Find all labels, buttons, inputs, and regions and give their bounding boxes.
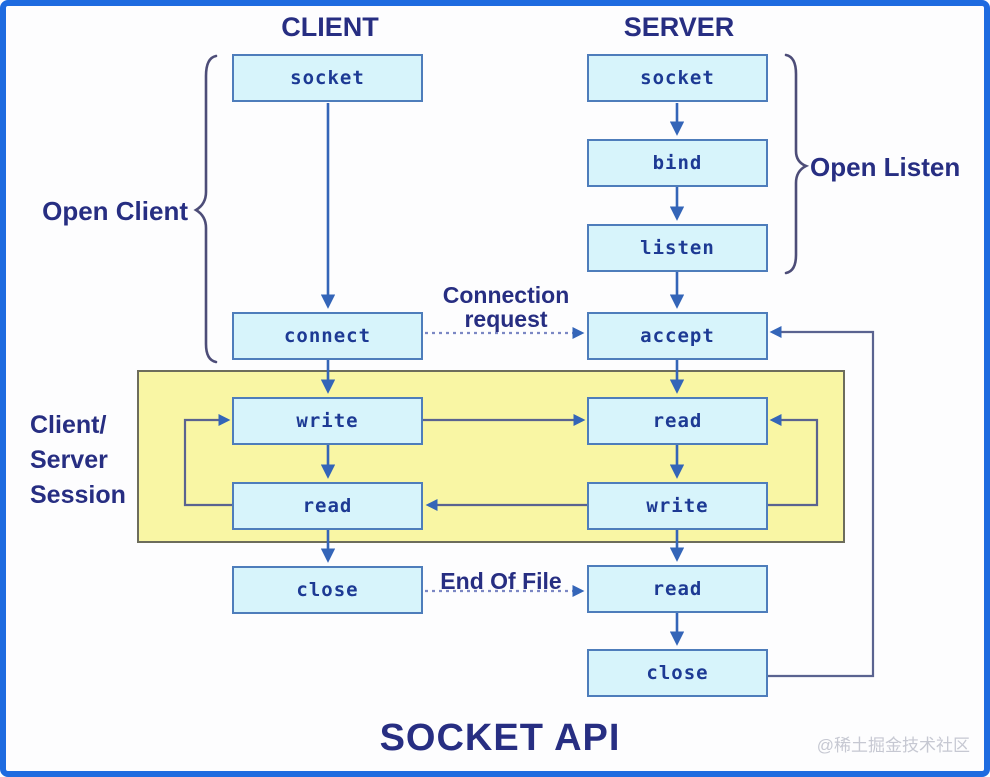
client-write-node: write bbox=[232, 397, 423, 445]
connection-request-line1: Connection bbox=[442, 282, 570, 308]
server-accept-node: accept bbox=[587, 312, 768, 360]
session-label: Client/ Server Session bbox=[30, 408, 126, 513]
client-column-title: CLIENT bbox=[281, 12, 379, 42]
session-label-line3: Session bbox=[30, 481, 126, 509]
open-client-label: Open Client bbox=[42, 196, 188, 226]
client-connect-node: connect bbox=[232, 312, 423, 360]
server-socket-node: socket bbox=[587, 54, 768, 102]
client-read-node: read bbox=[232, 482, 423, 530]
watermark: @稀土掘金技术社区 bbox=[816, 736, 970, 755]
client-socket-node: socket bbox=[232, 54, 423, 102]
end-of-file-label: End Of File bbox=[440, 568, 562, 594]
open-listen-label: Open Listen bbox=[810, 152, 961, 182]
connection-request-line2: request bbox=[464, 306, 548, 332]
open-client-brace bbox=[193, 54, 218, 364]
server-write-node: write bbox=[587, 482, 768, 530]
server-bind-node: bind bbox=[587, 139, 768, 187]
loop-server-write-to-read bbox=[768, 413, 819, 507]
diagram-title: SOCKET API bbox=[379, 717, 621, 759]
server-read-node: read bbox=[587, 397, 768, 445]
session-label-line2: Server bbox=[30, 446, 108, 474]
server-read2-node: read bbox=[587, 565, 768, 613]
loop-client-read-to-write bbox=[183, 413, 232, 507]
feedback-server-close-to-accept bbox=[768, 325, 875, 678]
server-column-title: SERVER bbox=[623, 12, 735, 42]
server-close-node: close bbox=[587, 649, 768, 697]
connection-request-label: Connection request bbox=[443, 283, 570, 331]
session-label-line1: Client/ bbox=[30, 411, 107, 439]
open-listen-brace bbox=[784, 53, 810, 275]
client-close-node: close bbox=[232, 566, 423, 614]
server-listen-node: listen bbox=[587, 224, 768, 272]
